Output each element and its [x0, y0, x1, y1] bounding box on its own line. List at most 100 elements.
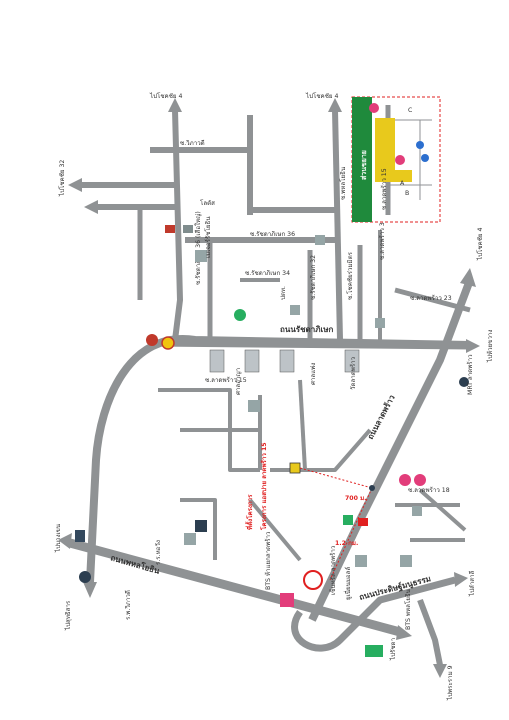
- label-place-mrt: MRT ลาดพร้าว: [466, 354, 474, 395]
- label-to-chokchai4-mid: ไปโชคชัย 4: [305, 92, 338, 100]
- label-soi-ladprao18: ซ.ลาดพร้าว 18: [408, 486, 450, 494]
- label-place-central: เซ็นทรัล ลาดพร้าว: [328, 546, 337, 595]
- building-icon: [184, 533, 196, 545]
- shell-icon: [161, 336, 175, 350]
- toyota-icon: [146, 334, 158, 346]
- building-icon: [412, 506, 422, 516]
- road-ratchadaphisek: [151, 339, 471, 350]
- label-dist-700: 700 ม.: [345, 495, 367, 502]
- inset-title: ส่วนขยาย: [360, 150, 368, 180]
- road-vertical-1: [172, 109, 183, 341]
- road-network: [68, 109, 474, 666]
- road-vertical-3: [332, 109, 343, 341]
- label-road-ratchada: ถนนรัชดาภิเษก: [280, 325, 333, 334]
- label-to-chokchai4-right: ไปโชคชัย 4: [476, 228, 484, 261]
- arrow-to-ratchada: [396, 625, 412, 640]
- inset-marker-4: [421, 154, 429, 162]
- inset-label-a: A: [400, 180, 405, 187]
- label-place-bts-phahon: BTS พหลโยธิน: [404, 588, 412, 630]
- label-to-chokchai32: ไปโชคชัย 32: [58, 160, 66, 197]
- road-ladprao: [308, 278, 474, 622]
- bigc-icon: [343, 515, 353, 525]
- inset-label-c: C: [408, 107, 412, 114]
- inset-project-block: [375, 118, 412, 182]
- inset-marker-2: [395, 155, 405, 165]
- label-soi-ladprao30: ซ.ลาดพร้าว 30: [378, 218, 386, 260]
- building-icon: [290, 305, 300, 315]
- building-icon: [344, 349, 360, 373]
- label-project-sub: โครงการ แอสปาย ลาดพร้าว 15: [260, 442, 268, 531]
- inset-marker-1: [369, 103, 379, 113]
- building-icon: [279, 349, 295, 373]
- label-to-bangkhen: ไปบางเขน: [54, 523, 62, 553]
- building-icon: [165, 225, 175, 233]
- label-to-sutthisan: ไปสุทธิสาร: [64, 600, 72, 631]
- arrow-to-phahon-left: [58, 533, 72, 549]
- label-place-major: เมเจอร์รัชโยธิน: [204, 216, 212, 258]
- road-soi-15-h: [248, 498, 302, 562]
- label-place-union: ยูเนี่ยนมอลล์: [344, 567, 352, 600]
- tree-icon: [365, 645, 383, 657]
- building-icon: [195, 520, 207, 532]
- building-icon: [248, 400, 260, 412]
- inset-label-b: B: [405, 190, 409, 197]
- police-icon: [79, 571, 91, 583]
- building-icon: [209, 349, 225, 373]
- label-to-rama9: ไปพระราม 9: [446, 665, 454, 701]
- inset-map: ส่วนขยาย ซ.ลาดพร้าว 15 A B C: [351, 96, 441, 223]
- tesco-icon: [358, 518, 368, 526]
- label-place-lotus: โลตัส: [200, 199, 215, 207]
- building-icon: [315, 235, 325, 245]
- road-soi-15-c: [228, 430, 260, 472]
- intersection-icon: [369, 485, 375, 491]
- label-place-hospital: ร.พ.วิภาวดี: [124, 590, 132, 620]
- label-place-bts-ladprao: BTS ห้าแยกลาดพร้าว: [264, 532, 272, 590]
- label-soi-ratchada36-phetch: ซ.รัชดาภิเษก 36 (เสือใหญ่): [194, 211, 202, 285]
- distance-line-12km: [329, 487, 373, 581]
- label-place-court: ศาลแพ่ง: [310, 363, 317, 385]
- road-soi-15-f: [270, 428, 372, 472]
- label-dist-12km: 1.2 กม.: [335, 540, 358, 547]
- central-icon: [303, 570, 323, 590]
- inset-marker-3: [416, 141, 424, 149]
- label-project-name: ที่ตั้งโครงการ: [244, 494, 254, 530]
- label-soi-chokchai: ซ.โชคชัยร่วมมิตร: [346, 251, 354, 300]
- inset-soi-label: ซ.ลาดพร้าว 15: [380, 168, 388, 210]
- project-location: 700 ม. 1.2 กม. ที่ตั้งโครงการ โครงการ แอ…: [244, 442, 375, 581]
- arrow-top-left: [84, 200, 98, 214]
- building-icon: [400, 555, 412, 567]
- temple-icon: [234, 309, 246, 321]
- label-place-temple: วัดลาดพร้าว: [349, 357, 357, 390]
- label-to-ratchada: ไปรัชดา: [389, 638, 397, 661]
- direction-labels: ไปโชคชัย 4 ไปโชคชัย 4 ไปโชคชัย 32 ไปโชคช…: [54, 92, 494, 701]
- arrow-to-chokchai4-mid: [328, 98, 342, 112]
- road-soi-15-g: [180, 498, 217, 560]
- project-pin-icon: [289, 462, 301, 474]
- road-soi-right-1: [418, 488, 467, 532]
- label-place-sriwattana: ศาลอาญา: [235, 368, 242, 395]
- label-soi-ratchada36: ซ.รัชดาภิเษก 36: [250, 231, 295, 238]
- building-icon: [355, 555, 367, 567]
- road-soi-ladprao23: [394, 287, 471, 313]
- arrow-to-rama9: [433, 664, 447, 678]
- direction-arrows: [58, 98, 480, 678]
- arrow-to-bangkhen: [83, 582, 97, 598]
- arrow-to-huaikhwang: [466, 339, 480, 353]
- road-phahon-yothin: [68, 538, 402, 637]
- arrow-to-chokchai4-right: [460, 268, 476, 287]
- bus-icon: [399, 474, 411, 486]
- distance-line-700: [299, 467, 373, 489]
- road-to-rama9: [417, 598, 443, 666]
- road-vibhavadi-curve: [86, 335, 471, 583]
- building-icon: [75, 530, 85, 542]
- label-soi-ladprao23: ซ.ลาดพร้าว 23: [410, 294, 452, 302]
- road-soi-15-e: [298, 379, 307, 471]
- arrow-to-chokchai32: [68, 178, 82, 192]
- label-to-huaikhwang: ไปห้วยขวาง: [486, 330, 494, 363]
- road-soi-15-a: [158, 388, 232, 430]
- inset-title-bar: [352, 97, 372, 222]
- label-soi-ratchada32: ซ.รัชดาภิเษก 32: [310, 255, 317, 300]
- building-icon: [244, 349, 260, 373]
- label-soi-ladprao15: ซ.ลาดพร้าว 15: [205, 376, 247, 384]
